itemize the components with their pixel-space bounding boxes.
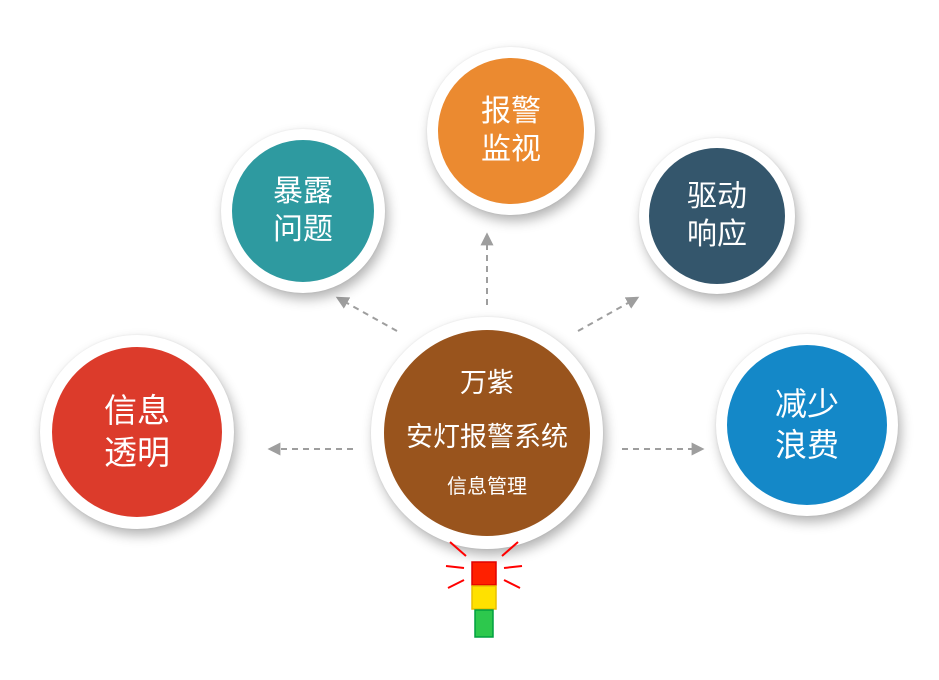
node-label-line: 透明 xyxy=(104,433,170,472)
node-label-line: 问题 xyxy=(273,212,333,247)
center-title-line1: 万紫 xyxy=(460,368,514,400)
arrow-to-expose-problems xyxy=(335,296,398,332)
node-label-line: 监视 xyxy=(481,132,541,167)
red-lamp xyxy=(471,561,497,586)
lamp-rays xyxy=(445,541,523,589)
center-title-line2: 安灯报警系统 xyxy=(406,422,568,453)
node-label-line: 浪费 xyxy=(774,426,839,464)
ray-icon xyxy=(503,579,521,589)
arrow-to-drive-response xyxy=(577,296,640,332)
node-drive-response: 驱动 响应 xyxy=(639,138,795,294)
ray-icon xyxy=(503,565,523,569)
node-label-line: 驱动 xyxy=(687,178,747,214)
yellow-lamp xyxy=(471,585,497,610)
node-information-transparency: 信息 透明 xyxy=(40,335,234,529)
ray-icon xyxy=(449,541,467,557)
node-label-line: 响应 xyxy=(687,217,747,252)
node-alarm-monitoring: 报警 监视 xyxy=(427,47,595,215)
green-lamp xyxy=(474,609,494,638)
node-expose-problems: 暴露 问题 xyxy=(221,129,385,293)
center-title-line3: 信息管理 xyxy=(447,473,527,498)
node-center: 万紫 安灯报警系统 信息管理 xyxy=(371,317,603,549)
node-label-line: 暴露 xyxy=(273,173,333,209)
ray-icon xyxy=(445,565,465,569)
ray-icon xyxy=(447,579,465,589)
node-reduce-waste: 减少 浪费 xyxy=(716,334,898,516)
ray-icon xyxy=(501,541,519,557)
node-label-line: 减少 xyxy=(774,385,839,424)
andon-tower-light-icon xyxy=(445,541,523,638)
node-label-line: 信息 xyxy=(104,390,170,430)
node-label-line: 报警 xyxy=(481,93,541,129)
